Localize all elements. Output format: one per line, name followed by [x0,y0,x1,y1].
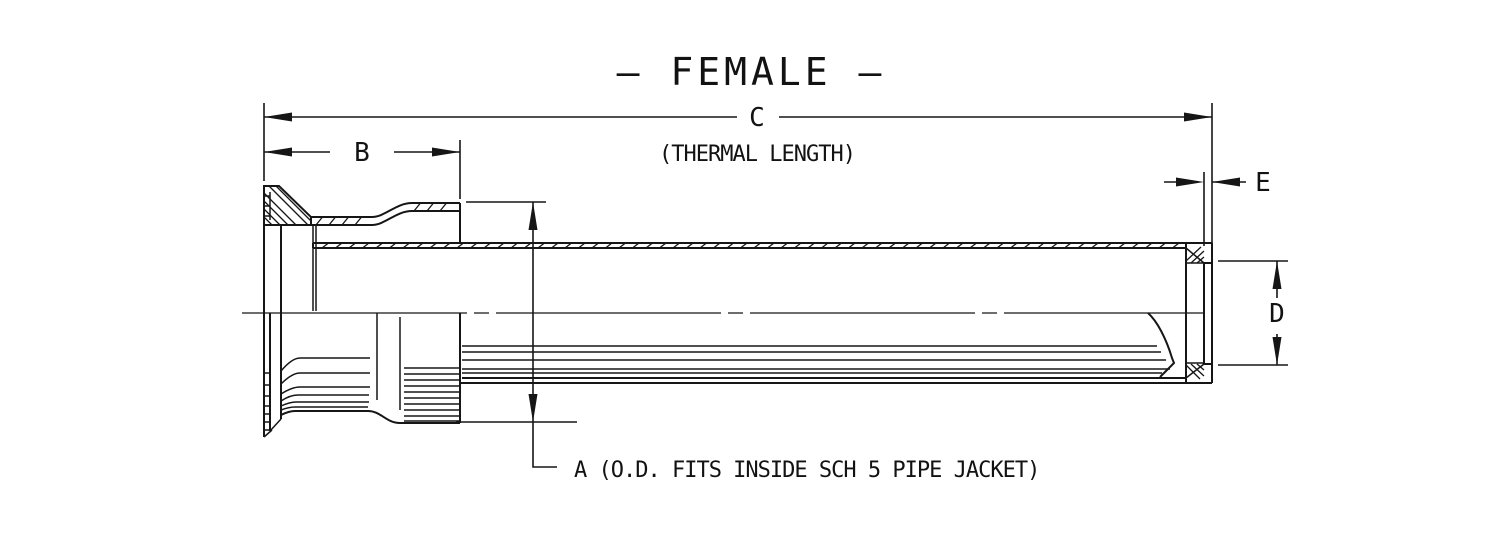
dim-e-arrow-right [1212,177,1240,187]
ferrule-flange-section-top [263,185,312,313]
dim-e-arrow-left [1176,177,1204,187]
dim-c-label: C [749,103,765,133]
ferrule-exterior-bottom [263,313,461,438]
thermal-length-note: (THERMAL LENGTH) [659,142,855,167]
dim-c-arrow-right [1184,112,1212,122]
dim-d: D [1218,260,1288,366]
dim-b: B [264,138,461,199]
dim-a: A (O.D. FITS INSIDE SCH 5 PIPE JACKET) [456,201,1040,483]
dim-d-arrow-down [1272,337,1282,365]
break-line [1147,312,1176,378]
dim-a-arrow-up [528,202,538,230]
inner-tube-bottom [460,312,1212,384]
dim-a-label: A (O.D. FITS INSIDE SCH 5 PIPE JACKET) [574,458,1039,483]
page-title: — FEMALE — [617,50,886,94]
bump-ticks [413,202,448,212]
female-end-cap [1185,243,1213,383]
dim-b-arrow-right [432,147,460,157]
dim-c: C (THERMAL LENGTH) [263,103,1213,246]
neck-ticks [315,216,363,226]
jacket-tube-top [312,242,1212,249]
jacket-top-ticks [321,242,1180,249]
ferrule-neck-section-top [311,202,461,311]
dim-c-arrow-left [264,112,292,122]
dim-b-arrow-left [264,147,292,157]
dim-d-arrow-up [1272,261,1282,289]
dimensions: C (THERMAL LENGTH) B E D [263,103,1288,483]
dim-d-label: D [1269,299,1285,329]
dim-a-arrow-down [528,394,538,422]
dim-b-label: B [354,138,370,168]
dim-e: E [1164,168,1271,246]
dim-e-label: E [1255,168,1271,198]
part-drawing [242,185,1213,438]
